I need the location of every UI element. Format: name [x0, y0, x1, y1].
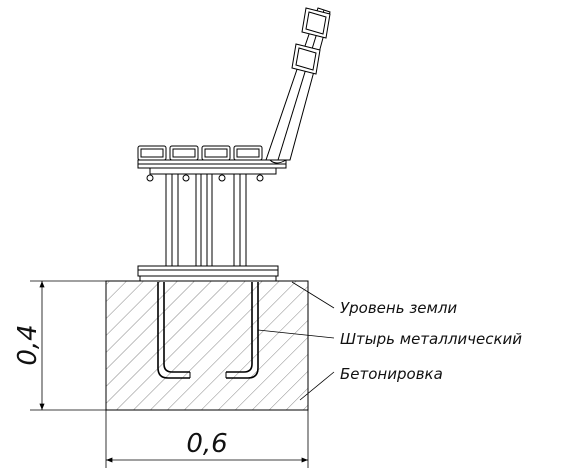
seat-frame: [137, 159, 287, 182]
concrete-block: [105, 280, 309, 411]
width-dimension-value: 0,6: [186, 429, 227, 459]
seat-slats: [137, 145, 263, 161]
base-plate: [137, 265, 279, 282]
height-dimension-value: 0,4: [13, 324, 43, 365]
label-ground-level: Уровень земли: [340, 299, 457, 317]
height-dimension: [30, 280, 106, 411]
label-concreting: Бетонировка: [340, 365, 443, 383]
backrest-slats: [291, 7, 331, 75]
metal-pins: [157, 282, 259, 379]
width-dimension: [105, 410, 309, 468]
label-metal-pin: Штырь металлический: [340, 330, 522, 348]
leader-lines: [257, 281, 335, 401]
leg-posts: [165, 171, 247, 267]
